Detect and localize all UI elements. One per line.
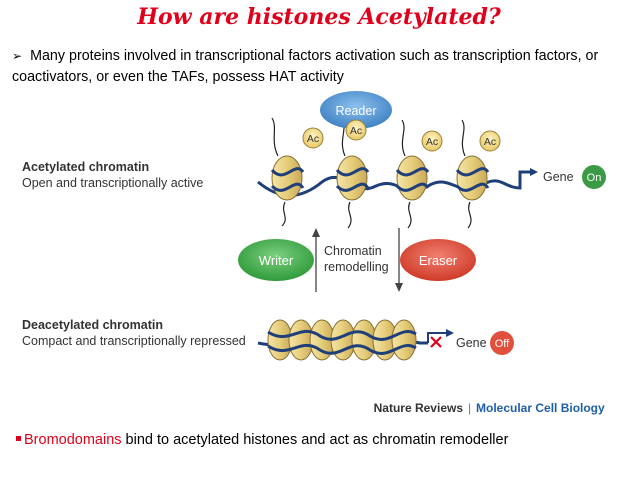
gene-label-off: Gene (456, 336, 487, 350)
acetyl-mark-3: Ac (421, 130, 443, 152)
down-arrow-icon (395, 283, 403, 292)
writer-protein (238, 239, 314, 281)
blocked-x-icon (430, 336, 442, 348)
eraser-protein (400, 239, 476, 281)
credit-journal: Molecular Cell Biology (476, 401, 605, 415)
square-bullet-icon (16, 436, 21, 442)
credit-source: Nature Reviews (374, 401, 464, 415)
svg-text:Ac: Ac (307, 133, 319, 145)
slide-title: How are histones Acetylated? (137, 4, 501, 30)
gene-on-badge (582, 165, 606, 189)
gene-label-on: Gene (543, 170, 574, 184)
deacetylated-subheading: Compact and transcriptionally repressed (22, 334, 246, 348)
acetylated-subheading: Open and transcriptionally active (22, 176, 203, 190)
on-label: On (587, 172, 602, 184)
reader-label: Reader (336, 104, 377, 118)
up-arrow-icon (312, 228, 320, 237)
bullet-text-hat: Many proteins involved in transcriptiona… (12, 48, 599, 85)
gene-arrow-icon-top (530, 168, 538, 176)
arrow-bullet-icon: ➢ (12, 49, 23, 63)
nucleosome-open-3 (395, 119, 430, 229)
remodelling-label-line2: remodelling (324, 260, 389, 274)
svg-text:Ac: Ac (484, 136, 496, 148)
acetylated-heading: Acetylated chromatin (22, 160, 149, 174)
nucleosome-open-1 (270, 117, 305, 227)
eraser-label: Eraser (419, 253, 458, 268)
acetyl-mark-2: Ac (345, 119, 367, 141)
acetyl-mark-4: Ac (479, 130, 501, 152)
off-label: Off (495, 338, 510, 350)
bullet-point-hat: ➢Many proteins involved in transcription… (12, 46, 632, 88)
bullet-point-bromodomains: Bromodomains bind to acetylated histones… (16, 432, 626, 448)
nucleosome-open-2 (335, 117, 370, 229)
credit-separator: | (468, 401, 471, 415)
nucleosome-open-4 (455, 119, 490, 229)
reader-protein (320, 91, 392, 129)
bromodomains-highlight: Bromodomains (24, 432, 122, 448)
gene-off-badge (490, 331, 514, 355)
gene-arrow-line-bottom (427, 332, 450, 343)
acetyl-mark-1: Ac (302, 127, 324, 149)
writer-label: Writer (259, 253, 294, 268)
deacetylated-heading: Deacetylated chromatin (22, 318, 163, 332)
bromodomains-text: bind to acetylated histones and act as c… (121, 432, 509, 448)
svg-text:Ac: Ac (426, 136, 438, 148)
svg-text:Ac: Ac (350, 125, 362, 137)
gene-arrow-icon-bottom (446, 329, 454, 337)
compact-nucleosome-array (267, 319, 417, 361)
remodelling-label-line1: Chromatin (324, 244, 382, 258)
